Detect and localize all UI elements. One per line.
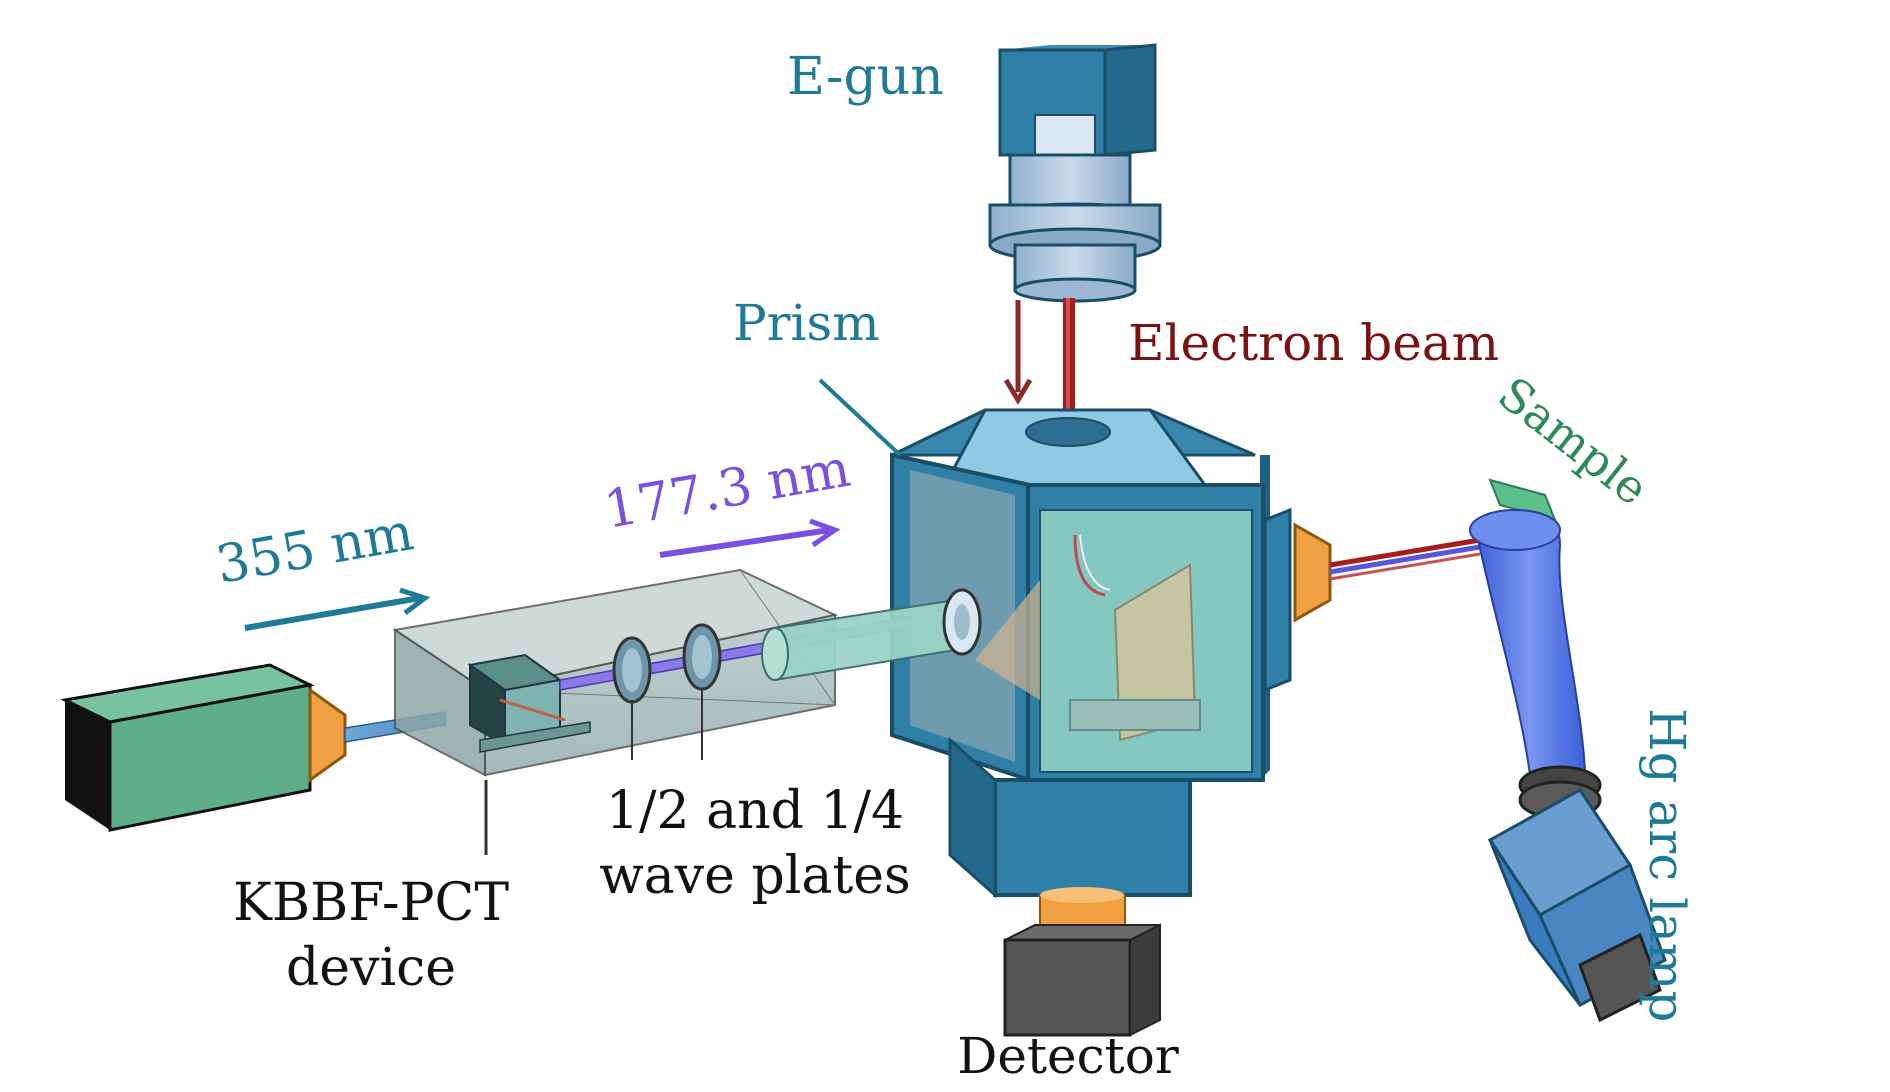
label-kbbf-line2: device [286, 938, 456, 998]
detector [1003, 887, 1161, 1037]
label-egun: E-gun [787, 47, 944, 107]
label-hg-lamp: Hg arc lamp [1638, 708, 1696, 1022]
chamber-output-port [1293, 522, 1481, 623]
hg-arc-lamp [1469, 509, 1667, 1023]
label-prism: Prism [733, 294, 880, 352]
wave-plate-half [612, 636, 652, 704]
label-355nm: 355 nm [212, 502, 418, 596]
electron-beam-arrow [1003, 300, 1033, 405]
label-kbbf-line1: KBBF-PCT [233, 873, 509, 933]
kbbf-crystal [467, 653, 591, 753]
label-electron-beam: Electron beam [1128, 314, 1499, 372]
electron-gun [988, 43, 1162, 303]
label-plates-line1: 1/2 and 1/4 [606, 781, 904, 841]
label-detector: Detector [957, 1027, 1179, 1085]
arrow-177 [659, 518, 841, 558]
wave-plate-quarter [682, 623, 722, 691]
vacuum-chamber [890, 408, 1292, 899]
label-plates-line2: wave plates [599, 846, 910, 906]
leader-lines [484, 378, 902, 855]
arrow-355 [244, 587, 431, 631]
input-tube [761, 588, 982, 682]
laser-source [60, 663, 347, 832]
